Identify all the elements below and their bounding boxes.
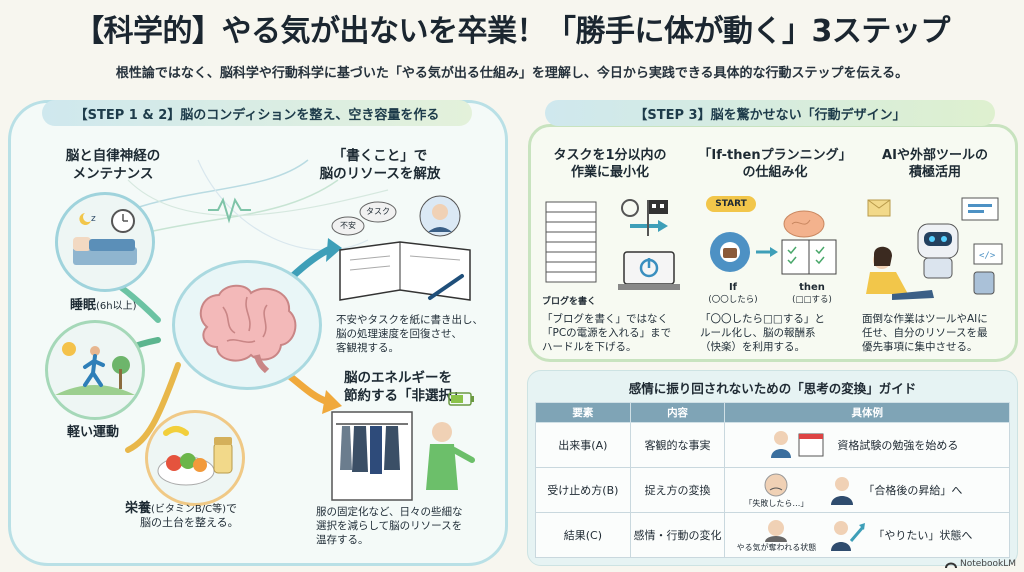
brain-icon bbox=[199, 284, 297, 373]
database-icon bbox=[973, 271, 995, 295]
step3-header: 【STEP 3】脳を驚かせない「行動デザイン」 bbox=[545, 100, 995, 126]
nutrition-label: 栄養(ビタミンB/C等)で bbox=[125, 501, 238, 516]
energy-title: 脳のエネルギーを 節約する「非選択」 bbox=[344, 370, 466, 404]
ai-tools-illustration: </> bbox=[866, 197, 1003, 300]
energy-desc: 服の固定化など、日々の些細な 選択を減らして脳のリソースを 温存する。 bbox=[316, 506, 463, 547]
step3-col1-title: タスクを1分以内の 作業に最小化 bbox=[553, 148, 667, 180]
exercise-circle bbox=[45, 320, 145, 420]
minimize-task-illustration bbox=[545, 199, 680, 290]
then-label: then (□□する) bbox=[792, 282, 832, 305]
row-content: 捉え方の変換 bbox=[629, 467, 726, 513]
step3-col3-desc: 面倒な作業はツールやAIに 任せ、自分のリソースを最 優先事項に集中させる。 bbox=[862, 313, 988, 354]
svg-text:z: z bbox=[91, 214, 96, 224]
closet-illustration bbox=[331, 411, 475, 501]
row-example-cell: 「失敗したら…」 「合格後の昇給」へ bbox=[724, 467, 1010, 513]
row-content: 客観的な事実 bbox=[629, 422, 726, 468]
gear-icon bbox=[621, 199, 639, 217]
step3-col1-desc: 「ブログを書く」ではなく 「PCの電源を入れる」まで ハードルを下げる。 bbox=[542, 313, 672, 354]
brain-circle bbox=[172, 260, 322, 390]
nutrition-desc: 脳の土台を整える。 bbox=[140, 516, 239, 529]
if-label: If (〇〇したら) bbox=[708, 282, 758, 305]
nutrition-circle bbox=[145, 410, 245, 506]
worried-person-icon bbox=[764, 473, 788, 496]
row-element: 出来事(A) bbox=[535, 422, 631, 468]
sleep-label: 睡眠(6h以上) bbox=[70, 298, 137, 313]
person-studying-icon bbox=[771, 431, 824, 458]
running-icon bbox=[55, 342, 135, 395]
writing-desc: 不安やタスクを紙に書き出し、 脳の処理速度を回復させ、 客観視する。 bbox=[336, 314, 483, 355]
pulse-icon bbox=[208, 197, 251, 224]
writing-title: 「書くこと」で 脳のリソースを解放 bbox=[319, 148, 441, 182]
battery-icon bbox=[448, 392, 474, 406]
step3-col2-title: 「If-thenプランニング」 の仕組み化 bbox=[698, 148, 852, 180]
row-example-cell: やる気が奪われる状態 「やりたい」状態へ bbox=[724, 512, 1010, 558]
pen-icon bbox=[428, 274, 464, 300]
if-then-illustration bbox=[710, 210, 837, 275]
col-header-content: 内容 bbox=[629, 402, 726, 423]
col-header-element: 要素 bbox=[535, 402, 631, 423]
sleep-circle: z bbox=[55, 192, 155, 292]
page-title: 【科学的】やる気が出ないを卒業！「勝手に体が動く」3ステップ bbox=[74, 14, 950, 49]
row-content: 感情・行動の変化 bbox=[629, 512, 726, 558]
businessman-icon bbox=[831, 477, 854, 505]
writing-illustration bbox=[331, 195, 471, 301]
exercise-label: 軽い運動 bbox=[67, 425, 120, 440]
col-header-example: 具体例 bbox=[724, 402, 1010, 423]
row-caption: 「失敗したら…」 bbox=[744, 498, 809, 508]
step12-header: 【STEP 1 & 2】脳のコンディションを整え、空き容量を作る bbox=[42, 100, 472, 126]
start-button-icon: START bbox=[706, 196, 756, 212]
table-row: 出来事(A) 客観的な事実 資格試験の勉強を始める bbox=[535, 422, 1010, 468]
writing-word-task: タスク bbox=[366, 207, 390, 216]
row-example: 「合格後の昇給」へ bbox=[863, 484, 963, 497]
row-example: 「やりたい」状態へ bbox=[873, 529, 973, 542]
table-row: 結果(C) 感情・行動の変化 やる気が奪われる状態 bbox=[535, 512, 1010, 558]
sleep-icon: z bbox=[73, 209, 137, 265]
tired-person-icon bbox=[765, 519, 788, 542]
guide-table: 要素 内容 具体例 出来事(A) 客観的な事実 資格試験の勉強を始める bbox=[535, 402, 1010, 558]
guide-title: 感情に振り回されないための「思考の変換」ガイド bbox=[628, 381, 917, 396]
writing-word-anxiety: 不安 bbox=[340, 221, 356, 230]
guide-header-row: 要素 内容 具体例 bbox=[535, 402, 1010, 423]
step3-col3-title: AIや外部ツールの 積極活用 bbox=[882, 148, 988, 180]
row-example-cell: 資格試験の勉強を始める bbox=[724, 422, 1010, 468]
notebooklm-logo-icon bbox=[944, 562, 957, 568]
page-subtitle: 根性論ではなく、脳科学や行動科学に基づいた「やる気が出る仕組み」を理解し、今日か… bbox=[115, 66, 909, 81]
step3-col2-desc: 「〇〇したら□□する」と ルール化し、脳の報酬系 （快楽）を利用する。 bbox=[700, 313, 825, 354]
svg-text:</>: </> bbox=[979, 251, 996, 261]
row-example: 資格試験の勉強を始める bbox=[837, 439, 959, 452]
code-icon bbox=[973, 243, 1003, 265]
table-row: 受け止め方(B) 捉え方の変換 「失敗したら…」 「合格後の bbox=[535, 467, 1010, 513]
step3-col1-caption: ブログを書く bbox=[542, 297, 597, 307]
row-element: 結果(C) bbox=[535, 512, 631, 558]
food-icon bbox=[157, 426, 233, 486]
motivated-person-icon bbox=[831, 521, 866, 551]
maintenance-title: 脳と自律神経の メンテナンス bbox=[65, 148, 161, 182]
brand-mark: NotebookLM bbox=[944, 559, 1016, 569]
row-caption: やる気が奪われる状態 bbox=[736, 542, 817, 552]
row-element: 受け止め方(B) bbox=[535, 467, 631, 513]
